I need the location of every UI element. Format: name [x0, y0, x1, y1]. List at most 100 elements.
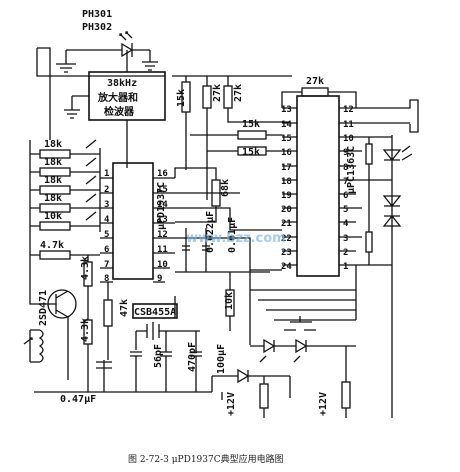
svg-text:15: 15 [157, 185, 168, 195]
watermark: www.bzz.com [186, 231, 286, 246]
ground-symbol-top-left [56, 50, 76, 73]
svg-text:21: 21 [281, 219, 292, 229]
svg-text:12: 12 [343, 105, 354, 115]
resistor-47k [103, 299, 113, 327]
c100u-label: 100μF [216, 344, 227, 374]
svg-text:10: 10 [343, 134, 354, 144]
svg-text:20: 20 [281, 205, 292, 215]
c022-label: 0.022μF [205, 211, 216, 253]
ic2-left-pins: 13 14 15 16 17 18 19 20 21 22 23 24 [281, 105, 292, 272]
r27k-a-label: 27k [212, 84, 223, 102]
resistor-27k-top [301, 87, 329, 97]
ph302-label: PH302 [82, 22, 112, 33]
svg-text:23: 23 [281, 248, 292, 258]
r27k-top-label: 27k [306, 76, 324, 87]
svg-text:7: 7 [104, 260, 109, 270]
resistor-15k-b [237, 130, 267, 140]
svg-text:5: 5 [104, 230, 109, 240]
ic2-label: μPC1363C [346, 146, 357, 194]
svg-text:4: 4 [343, 219, 349, 229]
svg-text:2: 2 [343, 248, 348, 258]
ic1-right-pins: 16 15 14 13 12 11 10 9 [157, 169, 168, 284]
resistor-bottom-right [341, 381, 351, 409]
svg-text:13: 13 [281, 105, 292, 115]
r4k3-a-label: 4.3k [80, 256, 91, 280]
svg-text:1: 1 [104, 169, 109, 179]
resistor-27k-b [223, 85, 233, 109]
svg-text:11: 11 [157, 245, 168, 255]
svg-text:16: 16 [157, 169, 168, 179]
push-switch [284, 316, 316, 331]
c56p-label: 56pF [153, 344, 164, 368]
r4k7-label: 4.7k [40, 240, 64, 251]
r10k-label: 10k [44, 211, 62, 222]
svg-text:24: 24 [281, 262, 292, 272]
ic-upd1937c [112, 162, 154, 280]
svg-text:14: 14 [281, 120, 292, 130]
r10k-b-label: 10k [224, 292, 235, 310]
svg-text:16: 16 [281, 148, 292, 158]
svg-text:3: 3 [343, 234, 348, 244]
amp-freq-label: 38kHz [107, 78, 137, 89]
r15k-c-label: 15k [242, 147, 260, 158]
r47k-label: 47k [119, 299, 130, 317]
r68k-label: 68k [220, 179, 231, 197]
ic2-right-pins: 12 11 10 9 8 7 6 5 4 3 2 1 [343, 105, 354, 272]
svg-text:6: 6 [104, 245, 109, 255]
svg-text:19: 19 [281, 191, 292, 201]
photodiode-symbol [66, 31, 150, 58]
ic1-left-pins: 1 2 3 4 5 6 7 8 [104, 169, 110, 284]
svg-text:17: 17 [281, 163, 292, 173]
svg-text:1: 1 [343, 262, 348, 272]
crystal-csb455a-box [132, 303, 178, 319]
vcc1-label: +12V [226, 392, 237, 416]
svg-text:18: 18 [281, 177, 292, 187]
right-led-array [356, 135, 413, 270]
vcc2-label: +12V [318, 392, 329, 416]
svg-text:5: 5 [343, 205, 348, 215]
figure-caption: 图 2-72-3 μPD1937C典型应用电路图 [128, 453, 284, 465]
crystal-label: CSB455A [134, 307, 176, 318]
svg-text:14: 14 [157, 200, 168, 210]
r4k3-b-label: 4.3k [80, 318, 91, 342]
r18k-1-label: 18k [44, 139, 62, 150]
c470p-label: 470pF [187, 342, 198, 372]
key-switches [85, 139, 101, 232]
r18k-4-label: 18k [44, 193, 62, 204]
svg-text:11: 11 [343, 120, 354, 130]
r27k-b-label: 27k [233, 84, 244, 102]
resistor-bottom [259, 383, 269, 409]
ph301-label: PH301 [82, 9, 112, 20]
svg-text:8: 8 [343, 163, 348, 173]
c047-label: 0.47μF [60, 394, 96, 405]
svg-text:7: 7 [343, 177, 348, 187]
resistor-ladder-18k: 18k 18k 18k 18k 10k 4.7k [29, 139, 100, 290]
svg-text:12: 12 [157, 230, 168, 240]
svg-text:10: 10 [157, 260, 168, 270]
svg-text:4: 4 [104, 215, 110, 225]
r15k-b-label: 15k [242, 119, 260, 130]
r15k-label: 15k [176, 89, 187, 107]
ground-symbol-top-right [142, 50, 158, 71]
svg-text:13: 13 [157, 215, 168, 225]
svg-text:6: 6 [343, 191, 348, 201]
inductor-coil [23, 329, 44, 363]
ic-upc1363c [296, 95, 340, 277]
amp-line2-label: 检波器 [104, 105, 135, 118]
svg-text:8: 8 [104, 274, 109, 284]
r18k-3-label: 18k [44, 175, 62, 186]
svg-text:3: 3 [104, 200, 109, 210]
ic1-label: μPD1937C [156, 182, 167, 230]
svg-text:15: 15 [281, 134, 292, 144]
c001-label: 0.01μF [227, 217, 238, 253]
svg-text:22: 22 [281, 234, 292, 244]
bottom-leds [250, 338, 356, 363]
transistor-label: 2SD471 [38, 290, 49, 326]
headphone-jack [356, 99, 419, 133]
svg-text:2: 2 [104, 185, 109, 195]
diode-bottom [212, 368, 290, 384]
resistor-27k-a [202, 85, 212, 109]
svg-text:9: 9 [343, 148, 348, 158]
r18k-2-label: 18k [44, 157, 62, 168]
